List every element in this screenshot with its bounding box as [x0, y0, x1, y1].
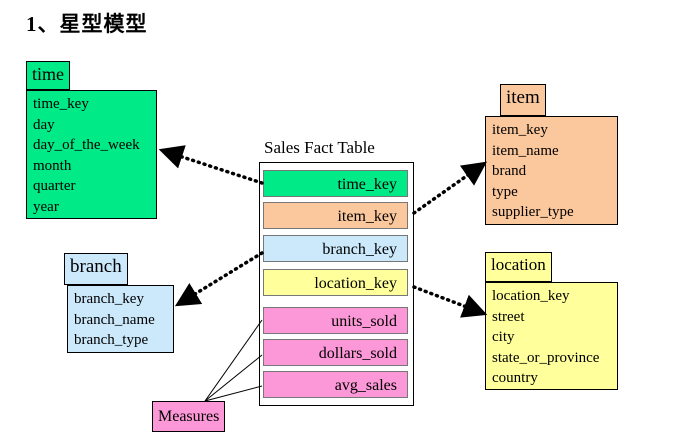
- item-attr: item_name: [492, 142, 559, 159]
- location-attr: location_key: [492, 288, 570, 304]
- item-attr: type: [492, 183, 518, 200]
- fact-row-dollars-sold: dollars_sold: [263, 339, 408, 366]
- time-attr: quarter: [33, 178, 76, 194]
- time-dimension-table: time_key day day_of_the_week month quart…: [26, 90, 157, 219]
- fact-row-location-key: location_key: [263, 269, 408, 296]
- location-table-name: location: [485, 252, 552, 282]
- time-attr: month: [33, 157, 72, 174]
- sales-fact-table: time_key item_key branch_key location_ke…: [259, 162, 414, 406]
- item-attr: item_key: [492, 122, 548, 138]
- branch-attr: branch_name: [74, 311, 155, 328]
- fact-row-time-key: time_key: [263, 170, 408, 197]
- dotted-arrows: [158, 145, 488, 318]
- branch-dimension-table: branch_key branch_name branch_type: [67, 285, 174, 353]
- fact-table-title: Sales Fact Table: [264, 138, 375, 157]
- branch-attr: branch_type: [74, 332, 149, 348]
- item-table-name: item: [500, 84, 546, 116]
- branch-table-name: branch: [64, 253, 128, 285]
- measure-line-units: [204, 319, 263, 402]
- arrow-to-branch: [174, 251, 264, 307]
- time-attr: day: [33, 116, 55, 133]
- location-attr: country: [492, 370, 538, 386]
- measure-line-dollars: [204, 354, 263, 402]
- arrow-to-item: [412, 161, 488, 215]
- measures-label: Measures: [152, 401, 226, 432]
- time-table-name: time: [26, 61, 70, 90]
- fact-row-branch-key: branch_key: [263, 235, 408, 262]
- item-attr: brand: [492, 163, 527, 179]
- item-attr: supplier_type: [492, 204, 574, 220]
- time-attr: day_of_the_week: [33, 137, 140, 153]
- location-attr: city: [492, 329, 515, 345]
- branch-attr: branch_key: [74, 291, 144, 307]
- fact-row-avg-sales: avg_sales: [263, 371, 408, 398]
- measure-line-avg: [204, 385, 263, 402]
- location-dimension-table: location_key street city state_or_provin…: [485, 282, 618, 390]
- time-attr: time_key: [33, 96, 89, 112]
- location-attr: street: [492, 308, 525, 325]
- page-heading: 1、星型模型: [26, 12, 148, 36]
- arrow-to-location: [412, 285, 488, 318]
- measure-lines: [204, 319, 263, 402]
- fact-row-units-sold: units_sold: [263, 307, 408, 334]
- time-attr: year: [33, 198, 59, 215]
- item-dimension-table: item_key item_name brand type supplier_t…: [485, 116, 618, 225]
- arrow-to-time: [158, 145, 264, 185]
- location-attr: state_or_province: [492, 349, 600, 366]
- fact-row-item-key: item_key: [263, 202, 408, 229]
